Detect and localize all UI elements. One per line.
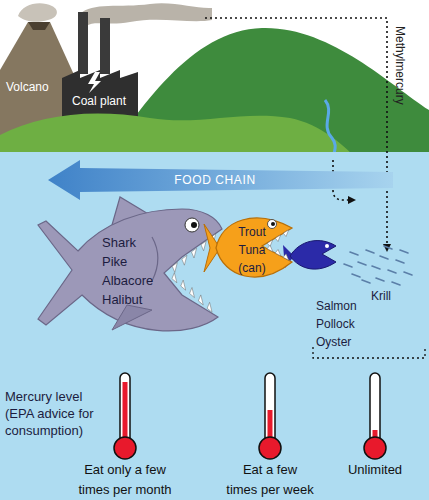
- lightning-bolt: [88, 72, 101, 93]
- fish-tooth: [172, 262, 177, 272]
- chimney: [78, 12, 88, 74]
- fish-eye: [268, 220, 277, 229]
- fish-tooth: [283, 254, 289, 261]
- fish-tooth: [182, 255, 187, 265]
- fish-tooth: [191, 248, 196, 258]
- mercury-path: [205, 18, 387, 250]
- fish-tooth: [275, 235, 280, 242]
- fish-tooth: [198, 295, 203, 305]
- volcano-smoke: [18, 3, 57, 22]
- food-chain-arrow: FOOD CHAIN: [48, 160, 393, 200]
- node-outline: [320, 368, 429, 498]
- mercury-thermometer: Eat only a few times per month: [70, 368, 180, 498]
- place-label: Volcano: [6, 80, 49, 94]
- fish-pupil: [191, 222, 197, 228]
- fish-body: [38, 209, 222, 331]
- water: [0, 152, 429, 500]
- axis-note: Mercury level (EPA advice for consumptio…: [5, 388, 105, 439]
- thermometer-bulb: [259, 437, 281, 459]
- place-label: Coal plant: [72, 94, 126, 108]
- thermometer-bulb: [114, 437, 136, 459]
- predator-fish: Shark Pike Albacore Halibut: [32, 195, 222, 340]
- species-label: Krill: [371, 289, 391, 303]
- node-text: Eat a few times per week: [215, 460, 325, 500]
- smoke-plume: [80, 3, 212, 26]
- small-fish: [290, 241, 336, 270]
- prey-fish: Trout Tuna (can): [200, 206, 295, 288]
- coal-plant: [62, 70, 138, 118]
- fish-body: [216, 218, 292, 277]
- volcano-crater: [28, 22, 50, 30]
- node-text: Trout Tuna (can): [229, 223, 275, 277]
- node-outline: [70, 368, 180, 498]
- pectoral-fin: [112, 305, 152, 330]
- fish-tooth: [181, 280, 186, 290]
- fish-tooth: [267, 245, 273, 252]
- fish-eye: [325, 244, 329, 248]
- fish-tooth: [190, 288, 195, 298]
- node-outline: [215, 368, 325, 498]
- mercury-thermometer: Eat a few times per week: [215, 368, 325, 498]
- fish-tooth: [283, 230, 288, 237]
- arrow-body: [48, 160, 393, 200]
- fish-pupil: [271, 222, 275, 226]
- node-text: FOOD CHAIN: [150, 172, 280, 188]
- fish-tooth: [172, 273, 177, 283]
- node-text: Unlimited: [320, 460, 429, 480]
- krill-swarm: [344, 246, 412, 285]
- fish-tooth: [275, 250, 281, 257]
- fish-tooth: [201, 241, 206, 251]
- fish-eye: [185, 218, 199, 232]
- species-list: Salmon Pollock Oyster: [316, 297, 371, 351]
- thermometer-bulb: [364, 437, 386, 459]
- node-text: Eat only a few times per month: [70, 460, 180, 500]
- node-text: Shark Pike Albacore Halibut: [102, 233, 162, 309]
- flow-label: Methylmercury: [393, 26, 407, 105]
- chimney: [100, 18, 110, 74]
- fish-tooth: [207, 302, 212, 312]
- mercury-thermometer: Unlimited: [320, 368, 429, 498]
